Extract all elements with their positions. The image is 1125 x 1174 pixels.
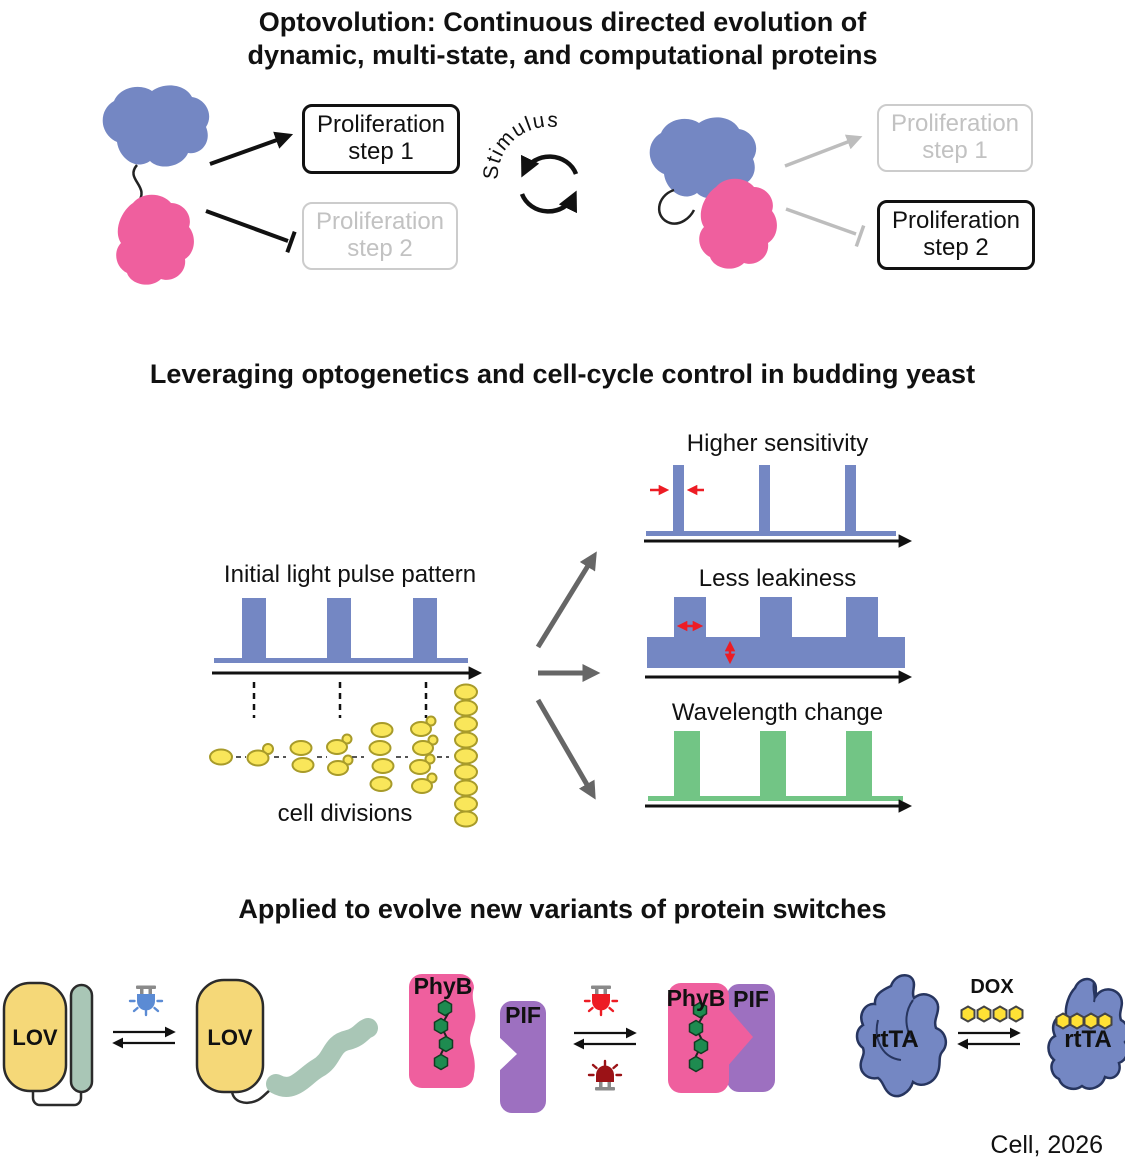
- rtta-bound: [1047, 977, 1125, 1091]
- wavelength-change-pulses: [648, 731, 903, 801]
- phyb-unbound: [409, 974, 476, 1088]
- lov-linker: [31, 1089, 83, 1107]
- yeast-cells: [209, 683, 478, 828]
- phyb-blob: [668, 983, 729, 1093]
- leakiness-red-arrows: [676, 620, 736, 665]
- blue-protein-blob: [102, 85, 210, 167]
- equilibrium-arrows-icon: [958, 1033, 1020, 1044]
- higher-sensitivity-label: Higher sensitivity: [686, 430, 869, 457]
- citation: Cell, 2026: [990, 1131, 1103, 1159]
- inhibition-bar: [205, 209, 297, 253]
- lov-label-closed: LOV: [12, 1025, 58, 1050]
- pif-unbound: [498, 1001, 546, 1113]
- lov-domain: [195, 978, 265, 1094]
- cycle-arrows-icon: [519, 154, 579, 214]
- less-leakiness-label: Less leakiness: [698, 565, 857, 592]
- dox-label: DOX: [970, 976, 1014, 998]
- lov-label-open: LOV: [207, 1025, 253, 1050]
- main-title: Optovolution: Continuous directed evolut…: [247, 7, 878, 70]
- rtta-blob: [1047, 977, 1125, 1091]
- rtta-unbound: [855, 973, 948, 1098]
- activation-arrow: [209, 131, 294, 166]
- proliferation-step2-box-left: Proliferation step 2: [302, 202, 458, 270]
- lov-open-state: [195, 978, 378, 1104]
- lov-closed-state: [2, 981, 94, 1107]
- phyb-binding-wedge: [726, 1006, 753, 1068]
- protein-tether-loop: [658, 188, 696, 225]
- dox-hexagons: [960, 1005, 1024, 1023]
- stimulus-curved-text: Stimulus: [479, 108, 560, 180]
- pink-protein-blob: [699, 178, 777, 269]
- section3-title: Applied to evolve new variants of protei…: [238, 894, 887, 924]
- pink-protein-blob: [116, 194, 194, 285]
- pif-blob: [500, 1001, 546, 1113]
- pif-notch: [498, 1036, 517, 1072]
- red-light-led-icon: [583, 984, 619, 1017]
- section2-title: Leveraging optogenetics and cell-cycle c…: [149, 359, 976, 389]
- blue-light-led-icon: [128, 984, 164, 1017]
- initial-pulse-train: [214, 598, 468, 663]
- pif-bound-label: PIF: [733, 986, 769, 1012]
- equilibrium-arrows-icon: [113, 1032, 175, 1043]
- active-inhibition-bar: [785, 207, 866, 247]
- rtta-cleft: [1092, 981, 1096, 1003]
- fan-arrow-top: [535, 551, 597, 649]
- less-leakiness-pulses: [647, 597, 905, 668]
- dark-red-light-led-icon: [587, 1059, 623, 1092]
- pif-label: PIF: [505, 1002, 541, 1028]
- phyb-bound-label: PhyB: [666, 985, 726, 1011]
- j-alpha-helix: [69, 983, 94, 1094]
- higher-sensitivity-pulses: [646, 465, 896, 536]
- proliferation-step1-box-right: Proliferation step 1: [877, 104, 1033, 172]
- fan-arrow-bottom: [535, 698, 596, 800]
- pulse-guide-dashes: [252, 682, 428, 718]
- released-helix-squiggle: [266, 1018, 378, 1097]
- proliferation-step2-box-right: Proliferation step 2: [877, 200, 1035, 270]
- rtta-bound-label: rtTA: [1064, 1026, 1112, 1053]
- bound-protein-pair: [649, 117, 777, 269]
- initial-pulse-label: Initial light pulse pattern: [223, 561, 477, 588]
- proliferation-step1-box-left: Proliferation step 1: [302, 104, 460, 174]
- lov-domain: [2, 981, 68, 1093]
- wavelength-change-label: Wavelength change: [671, 699, 884, 726]
- unbound-protein-pair: [102, 85, 210, 285]
- rtta-blob: [855, 973, 948, 1098]
- cell-divisions-label: cell divisions: [277, 800, 413, 827]
- outcome-fan-arrows: [535, 551, 601, 800]
- phyb-pif-bound: [668, 983, 775, 1093]
- inactive-activation-arrow: [784, 134, 863, 168]
- phyb-label: PhyB: [413, 973, 473, 999]
- rtta-label: rtTA: [871, 1026, 919, 1053]
- equilibrium-arrows-icon: [574, 1033, 636, 1044]
